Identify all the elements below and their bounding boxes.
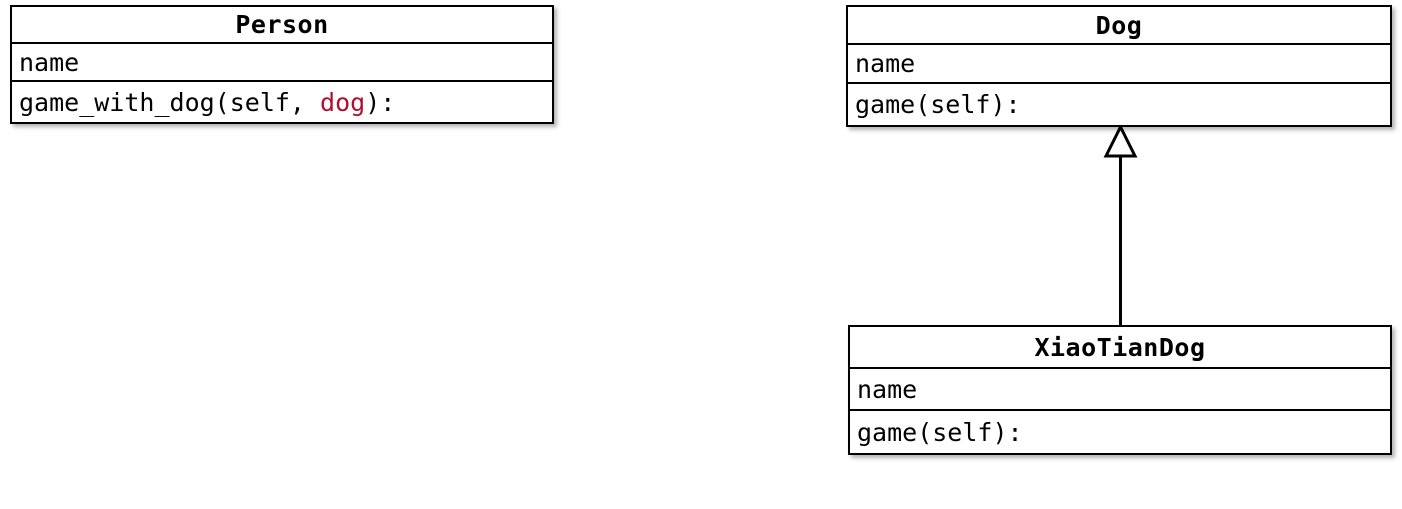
hollow-triangle-arrowhead: [1103, 123, 1138, 158]
class-method-person-game-with-dog: game_with_dog(self, dog):: [12, 82, 552, 122]
class-attribute-xiaotiandog-name: name: [850, 369, 1390, 411]
uml-class-dog[interactable]: Dog name game(self):: [846, 5, 1392, 127]
class-method-xiaotiandog-game: game(self):: [850, 411, 1390, 453]
class-name-dog: Dog: [848, 7, 1390, 45]
method-prefix: game_with_dog(self,: [19, 87, 321, 117]
uml-class-person[interactable]: Person name game_with_dog(self, dog):: [10, 5, 554, 124]
class-name-xiaotiandog: XiaoTianDog: [850, 327, 1390, 369]
class-attribute-dog-name: name: [848, 45, 1390, 84]
method-param-dog-highlight: dog: [320, 87, 366, 117]
class-attribute-person-name: name: [12, 44, 552, 82]
class-method-dog-game: game(self):: [848, 84, 1390, 125]
uml-class-xiaotiandog[interactable]: XiaoTianDog name game(self):: [848, 325, 1392, 455]
method-suffix: ):: [365, 87, 396, 117]
class-name-person: Person: [12, 7, 552, 44]
inheritance-arrow-xiaotiandog-to-dog: [1103, 123, 1138, 330]
